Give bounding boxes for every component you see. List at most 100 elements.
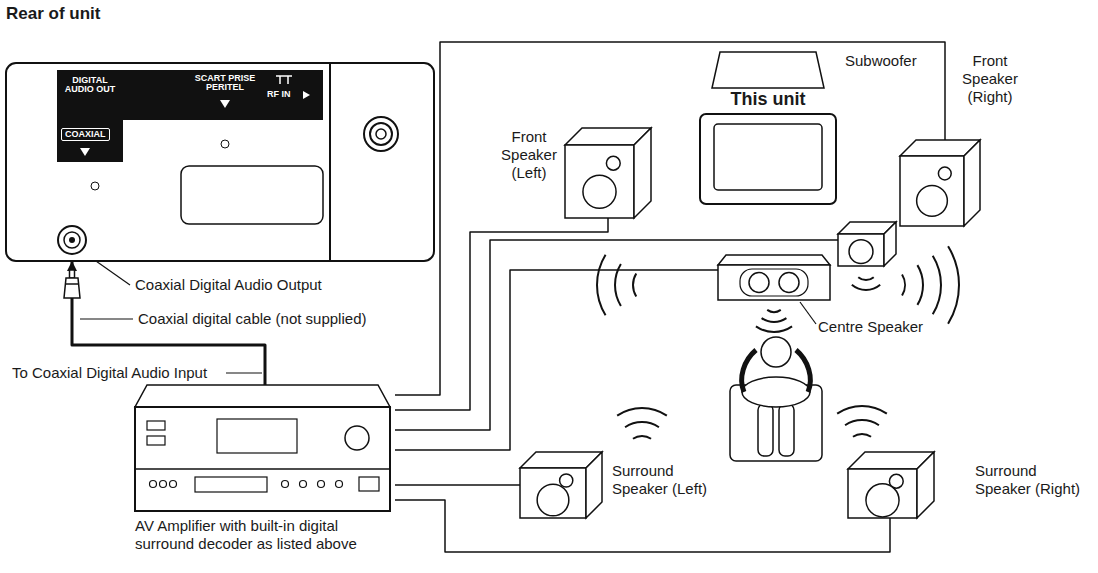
speaker-driver (583, 175, 616, 208)
front-speaker: Front Speaker (Right) (900, 140, 980, 226)
surround-speaker: Surround Speaker (Right) (848, 452, 934, 518)
cube-front (848, 469, 917, 518)
leg (779, 404, 794, 456)
speaker-driver (938, 167, 951, 180)
listener (730, 337, 822, 461)
rf-socket (370, 123, 392, 145)
speaker-label: Front Speaker (Left) (497, 128, 561, 182)
speaker-driver (917, 185, 948, 216)
amp-panel-part (359, 477, 379, 491)
rf-symbol (276, 76, 292, 84)
sound-wave (858, 277, 873, 280)
speaker-driver (537, 484, 569, 516)
leader-line (226, 372, 262, 373)
speaker-wire (395, 240, 838, 430)
speaker-label: Centre Speaker (818, 318, 923, 336)
sound-wave (853, 434, 871, 437)
volume-knob (345, 426, 369, 450)
sound-wave (845, 420, 879, 425)
amp-button (282, 481, 289, 488)
sound-wave (902, 275, 905, 296)
shape-svg (520, 452, 602, 518)
speaker-driver (779, 273, 799, 293)
speaker-wire (395, 270, 718, 450)
cube-front (520, 468, 586, 518)
label-plate (57, 70, 323, 162)
arm (796, 350, 810, 392)
speaker-label: Front Speaker (Right) (954, 52, 1026, 106)
unit-label: This unit (700, 89, 836, 111)
cabinet-top (718, 255, 830, 265)
av-amplifier: AV Amplifier with built-in digital surro… (135, 385, 395, 555)
shape (700, 52, 836, 204)
amp-button (336, 481, 343, 488)
shape (718, 255, 830, 300)
sound-wave (756, 326, 792, 332)
speaker-driver (606, 156, 620, 170)
tv-unit: This unit (700, 52, 836, 204)
sound-wave (852, 285, 880, 290)
amp-button (160, 481, 167, 488)
cube-front (838, 234, 884, 266)
shape-svg (565, 128, 651, 218)
panel-label: SCART PRISE PERITEL (185, 74, 265, 93)
sound-wave (767, 310, 781, 312)
shape-svg (135, 385, 395, 512)
shape (6, 63, 434, 261)
panel-label: RF IN (267, 90, 291, 99)
down-triangle (220, 100, 230, 108)
shape (838, 222, 896, 266)
rear-panel: DIGITAL AUDIO OUTCOAXIALSCART PRISE PERI… (5, 62, 435, 262)
shape-svg (700, 52, 836, 204)
sound-waves (597, 246, 959, 438)
amp-panel-part (147, 421, 165, 430)
tv-body (700, 114, 836, 204)
cube-side (884, 222, 896, 266)
sound-wave (948, 246, 959, 323)
scart-socket (181, 166, 323, 224)
sound-wave (625, 422, 659, 427)
sound-wave (633, 436, 651, 439)
shape (520, 452, 602, 518)
panel-outline (6, 63, 434, 261)
speaker-driver (749, 273, 769, 293)
shape-svg (838, 222, 896, 266)
screw-hole (221, 140, 229, 148)
shoulders (742, 377, 810, 407)
leader-lines (80, 254, 816, 373)
shape-svg (718, 255, 830, 300)
amp-button (300, 481, 307, 488)
speaker-driver (866, 484, 899, 517)
leader-line (80, 318, 133, 319)
amp-front (135, 407, 390, 511)
cube-front (900, 156, 964, 226)
amp-button (150, 481, 157, 488)
shape (565, 128, 651, 218)
leg (758, 404, 773, 456)
panel-label: DIGITAL AUDIO OUT (59, 76, 121, 95)
amplifier-caption: AV Amplifier with built-in digital surro… (135, 517, 395, 553)
rca-plug (64, 270, 80, 298)
shape (848, 452, 934, 518)
front-speaker: Front Speaker (Left) (565, 128, 651, 218)
driver-panel (740, 269, 808, 296)
shape-svg (900, 140, 980, 226)
shape (900, 140, 980, 226)
speaker-wire (395, 42, 945, 395)
arm (742, 350, 756, 392)
plug-tip (70, 270, 75, 278)
sound-wave (917, 265, 923, 305)
down-triangle (80, 148, 90, 156)
sound-wave (837, 406, 887, 414)
sound-wave (633, 274, 636, 297)
subwoofer: Subwoofer (838, 222, 896, 266)
sound-wave (615, 264, 621, 306)
plug-body (64, 278, 80, 298)
coaxial-jack (64, 232, 80, 248)
amp-top (135, 385, 390, 407)
amp-strip (135, 468, 390, 470)
shape (135, 385, 390, 511)
head (761, 337, 791, 367)
speaker-label: Surround Speaker (Right) (975, 462, 1087, 498)
amp-panel-part (147, 436, 165, 445)
